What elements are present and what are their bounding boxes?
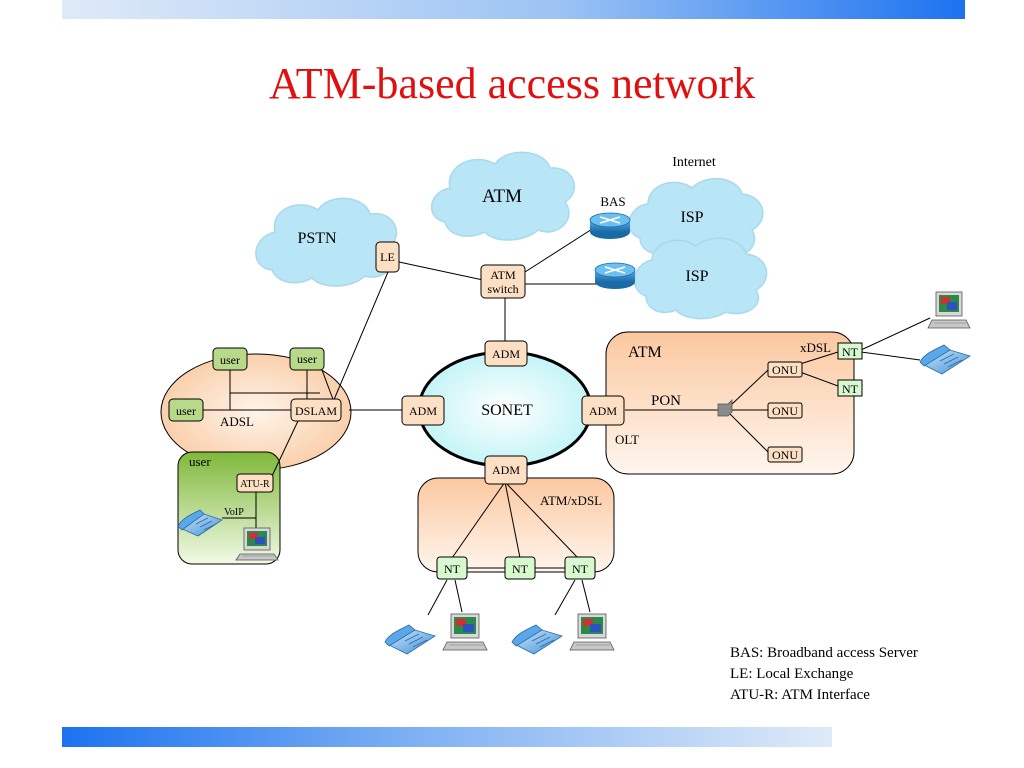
pon-label: PON <box>651 393 681 409</box>
svg-text:NT: NT <box>842 382 859 396</box>
computer-icon <box>235 527 279 561</box>
router-icon <box>594 262 636 289</box>
computer-icon <box>442 613 488 651</box>
olt-label: OLT <box>615 432 639 447</box>
nt-bottom-node-1: NT <box>436 556 468 580</box>
le-node: LE <box>375 241 400 273</box>
nt-right-node-2: NT <box>837 379 863 397</box>
user-box-label: user <box>189 454 211 469</box>
computer-icon <box>927 291 971 329</box>
atm-switch-node: ATM switch <box>480 264 526 299</box>
svg-text:NT: NT <box>444 562 461 576</box>
isp-bottom-label: ISP <box>685 268 708 285</box>
cloud-atm: ATM <box>430 151 575 241</box>
svg-text:user: user <box>297 352 317 366</box>
bottom-accent-bar <box>62 727 832 747</box>
internet-label: Internet <box>672 155 716 170</box>
telephone-icon <box>511 624 563 655</box>
abbreviation-legend: BAS: Broadband access Server LE: Local E… <box>730 643 918 706</box>
svg-text:user: user <box>176 404 196 418</box>
user-node-2: user <box>289 347 325 371</box>
telephone-icon <box>384 624 436 655</box>
dslam-node: DSLAM <box>290 398 342 422</box>
adm-top-node: ADM <box>484 340 528 367</box>
onu-node-2: ONU <box>767 402 803 419</box>
svg-text:switch: switch <box>487 282 518 296</box>
legend-item-atu-r: ATU-R: ATM Interface <box>730 687 870 703</box>
onu-node-1: ONU <box>767 361 803 378</box>
svg-text:DSLAM: DSLAM <box>295 404 337 418</box>
bas-label: BAS <box>600 194 625 209</box>
slide-title: ATM-based access network <box>268 59 756 108</box>
svg-text:ADM: ADM <box>492 347 520 361</box>
adm-bottom-node: ADM <box>484 455 528 485</box>
adm-left-node: ADM <box>401 395 445 426</box>
sonet-label: SONET <box>481 402 533 419</box>
svg-text:ADM: ADM <box>409 404 437 418</box>
svg-text:ADM: ADM <box>492 463 520 477</box>
pstn-label: PSTN <box>297 230 337 247</box>
atu-r-node: ATU-R <box>236 473 274 493</box>
voip-label: VoIP <box>224 507 244 518</box>
svg-text:NT: NT <box>512 562 529 576</box>
atm-xdsl-label: ATM/xDSL <box>540 493 602 508</box>
svg-text:LE: LE <box>380 250 395 264</box>
links <box>203 223 931 616</box>
atm-region-label: ATM <box>628 344 662 361</box>
nt-bottom-node-2: NT <box>504 556 536 580</box>
top-accent-bar <box>62 0 965 19</box>
svg-text:ONU: ONU <box>772 448 798 462</box>
onu-node-3: ONU <box>767 446 803 463</box>
legend-item-bas: BAS: Broadband access Server <box>730 645 918 661</box>
telephone-icon <box>919 344 971 375</box>
telephone-icon <box>177 509 223 537</box>
svg-text:user: user <box>220 353 240 367</box>
splitter-icon <box>717 399 733 417</box>
cloud-pstn: PSTN <box>255 197 398 287</box>
user-node-1: user <box>212 347 248 371</box>
svg-text:ADM: ADM <box>589 404 617 418</box>
legend-item-le: LE: Local Exchange <box>730 666 854 682</box>
nt-bottom-node-3: NT <box>564 556 596 580</box>
atm-cloud-label: ATM <box>482 186 522 207</box>
user-node-3: user <box>168 398 204 422</box>
svg-text:ATM: ATM <box>490 268 516 282</box>
svg-text:ONU: ONU <box>772 363 798 377</box>
svg-text:NT: NT <box>842 345 859 359</box>
xdsl-label: xDSL <box>800 340 831 355</box>
adm-right-node: ADM <box>581 395 625 426</box>
computer-icon <box>569 613 615 651</box>
adsl-label: ADSL <box>220 414 254 429</box>
svg-text:ONU: ONU <box>772 404 798 418</box>
svg-text:ATU-R: ATU-R <box>240 479 270 490</box>
svg-text:NT: NT <box>572 562 589 576</box>
isp-top-label: ISP <box>680 209 703 226</box>
nt-right-node-1: NT <box>837 342 863 360</box>
router-icon <box>589 212 631 239</box>
cloud-isp-bottom: ISP <box>633 237 768 320</box>
